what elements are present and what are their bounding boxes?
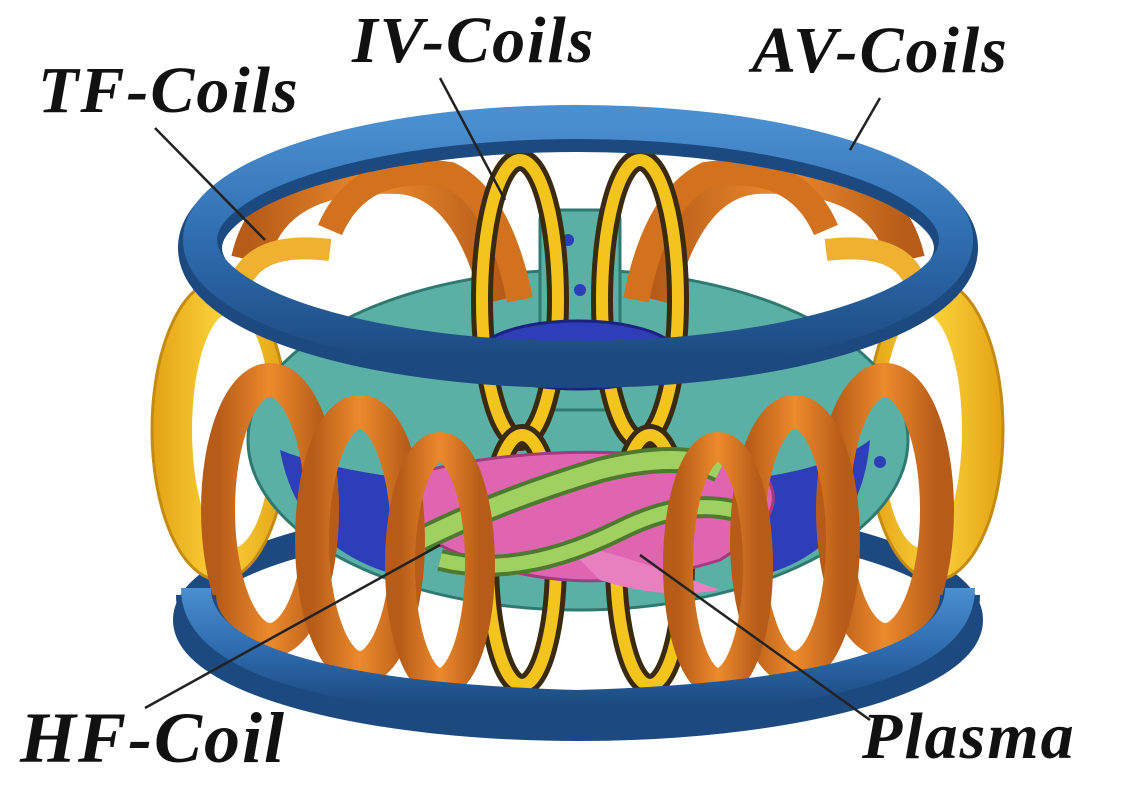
av-coils-label: AV-Coils	[752, 18, 1009, 84]
plasma-label: Plasma	[862, 704, 1076, 770]
hf-coil-label: HF-Coil	[20, 702, 286, 774]
tf-coils-label: TF-Coils	[38, 58, 300, 124]
leader-av	[850, 98, 880, 150]
iv-coils-label: IV-Coils	[352, 8, 595, 74]
